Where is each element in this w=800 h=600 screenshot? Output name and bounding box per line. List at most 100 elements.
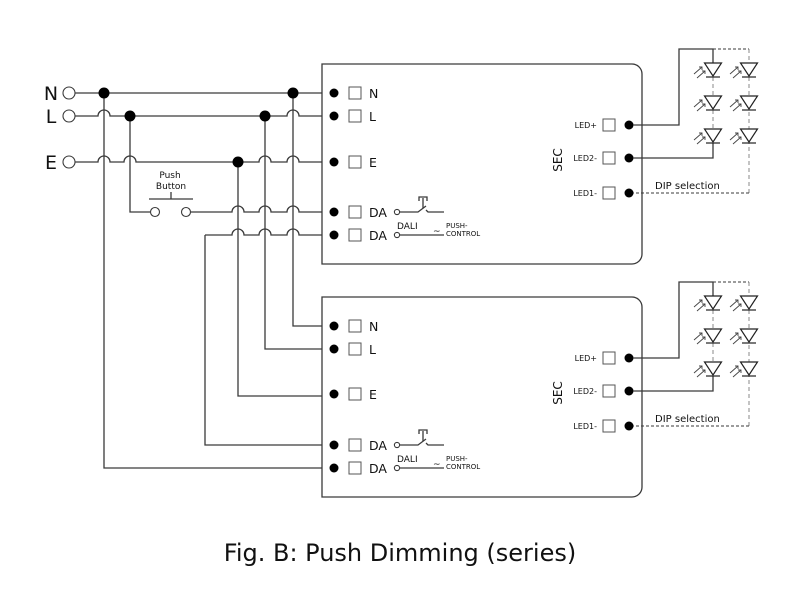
- wire-live-to-driver2: [264, 116, 334, 350]
- terminal-dot-l: [329, 111, 339, 121]
- terminal-label-e: E: [369, 155, 377, 170]
- dip-selection-label: DIP selection: [655, 414, 720, 425]
- led-diode-icon: [703, 295, 723, 311]
- terminal-label-da2: DA: [369, 228, 387, 243]
- dali-contact-2: [393, 231, 401, 239]
- light-arrows-icon: [693, 299, 706, 312]
- terminal-dot-e: [329, 157, 339, 167]
- wire-led2-minus: [633, 376, 714, 392]
- output-label-led-plus: LED+: [575, 121, 597, 130]
- terminal-block-n: [348, 86, 362, 100]
- led-1: [693, 62, 723, 79]
- dali-contact-1: [393, 441, 401, 449]
- push-actuator-icon: [418, 429, 428, 441]
- led-diode-icon: [703, 128, 723, 144]
- terminal-dot-n: [329, 321, 339, 331]
- wire-neutral-to-driver2-da2: [103, 93, 334, 469]
- terminal-dot-da1: [329, 207, 339, 217]
- push-button-label-line2: Button: [156, 182, 186, 192]
- light-arrows-icon: [693, 132, 706, 145]
- led-4: [729, 62, 759, 79]
- input-terminal-earth: [62, 155, 76, 169]
- output-label-led1-minus: LED1-: [573, 189, 597, 198]
- led-diode-icon: [703, 95, 723, 111]
- driver-housing: [321, 63, 643, 265]
- terminal-block-l: [348, 109, 362, 123]
- input-terminal-live: [62, 109, 76, 123]
- push-control-label-line2: CONTROL: [446, 463, 480, 471]
- push-control-label-line1: PUSH-: [446, 455, 468, 463]
- terminal-dot-da2: [329, 463, 339, 473]
- led-diode-icon: [739, 361, 759, 377]
- output-dot-led1-minus: [624, 188, 634, 198]
- led-3: [693, 361, 723, 378]
- junction-dot: [287, 87, 299, 99]
- terminal-label-n: N: [369, 319, 378, 334]
- output-terminal-block-led2-minus: [602, 384, 616, 398]
- led-2: [693, 328, 723, 345]
- led-diode-icon: [703, 328, 723, 344]
- output-terminal-block-led2-minus: [602, 151, 616, 165]
- output-dot-led2-minus: [624, 153, 634, 163]
- terminal-block-da1: [348, 438, 362, 452]
- output-dot-led-plus: [624, 120, 634, 130]
- wire-da-link-driver2-da1: [204, 235, 334, 446]
- light-arrows-icon: [693, 99, 706, 112]
- push-actuator-icon: [418, 196, 428, 208]
- terminal-label-da2: DA: [369, 461, 387, 476]
- input-label-neutral: N: [44, 83, 58, 105]
- dali-label: DALI: [397, 222, 418, 232]
- led-5: [729, 328, 759, 345]
- terminal-label-l: L: [369, 109, 376, 124]
- output-terminal-block-led-plus: [602, 118, 616, 132]
- dali-contact-2: [393, 464, 401, 472]
- terminal-block-da2: [348, 228, 362, 242]
- output-terminal-block-led1-minus: [602, 419, 616, 433]
- led-driver-1: NLEDADADALI~PUSH-CONTROLSECLED+LED2-LED1…: [321, 48, 759, 265]
- wire-live-to-push-button: [129, 116, 150, 213]
- dali-contact-1: [393, 208, 401, 216]
- led-6: [729, 361, 759, 378]
- push-button-contact-left: [149, 206, 161, 218]
- output-dot-led2-minus: [624, 386, 634, 396]
- wire-push-button-to-da1: [191, 205, 334, 213]
- output-dot-led-plus: [624, 353, 634, 363]
- tilde-label: ~: [433, 227, 441, 237]
- light-arrows-icon: [729, 332, 742, 345]
- wire-neutral-to-driver2: [292, 93, 334, 327]
- led-diode-icon: [739, 62, 759, 78]
- led-diode-icon: [739, 95, 759, 111]
- terminal-dot-e: [329, 389, 339, 399]
- junction-dot: [259, 110, 271, 122]
- led-diode-icon: [703, 62, 723, 78]
- dip-selection-label: DIP selection: [655, 181, 720, 192]
- output-label-led2-minus: LED2-: [573, 387, 597, 396]
- led-diode-icon: [703, 361, 723, 377]
- output-label-led-plus: LED+: [575, 354, 597, 363]
- dali-push-switch: DALI~PUSH-CONTROL: [393, 196, 480, 239]
- secondary-side-label: SEC: [551, 148, 565, 172]
- led-3: [693, 128, 723, 145]
- push-button-label-line1: Push: [159, 171, 180, 181]
- output-label-led2-minus: LED2-: [573, 154, 597, 163]
- dali-push-switch: DALI~PUSH-CONTROL: [393, 429, 480, 472]
- led-array: DIP selection: [633, 48, 759, 194]
- light-arrows-icon: [693, 365, 706, 378]
- figure-caption: Fig. B: Push Dimming (series): [224, 539, 576, 567]
- push-control-label-line2: CONTROL: [446, 230, 480, 238]
- led-1: [693, 295, 723, 312]
- push-button-contact-right: [180, 206, 192, 218]
- led-diode-icon: [739, 128, 759, 144]
- output-terminal-block-led1-minus: [602, 186, 616, 200]
- terminal-block-l: [348, 342, 362, 356]
- push-button-actuator: [149, 192, 193, 200]
- light-arrows-icon: [729, 99, 742, 112]
- led-2: [693, 95, 723, 112]
- input-label-live: L: [46, 106, 57, 128]
- secondary-side-label: SEC: [551, 381, 565, 405]
- junction-dot: [98, 87, 110, 99]
- terminal-label-n: N: [369, 86, 378, 101]
- light-arrows-icon: [693, 66, 706, 79]
